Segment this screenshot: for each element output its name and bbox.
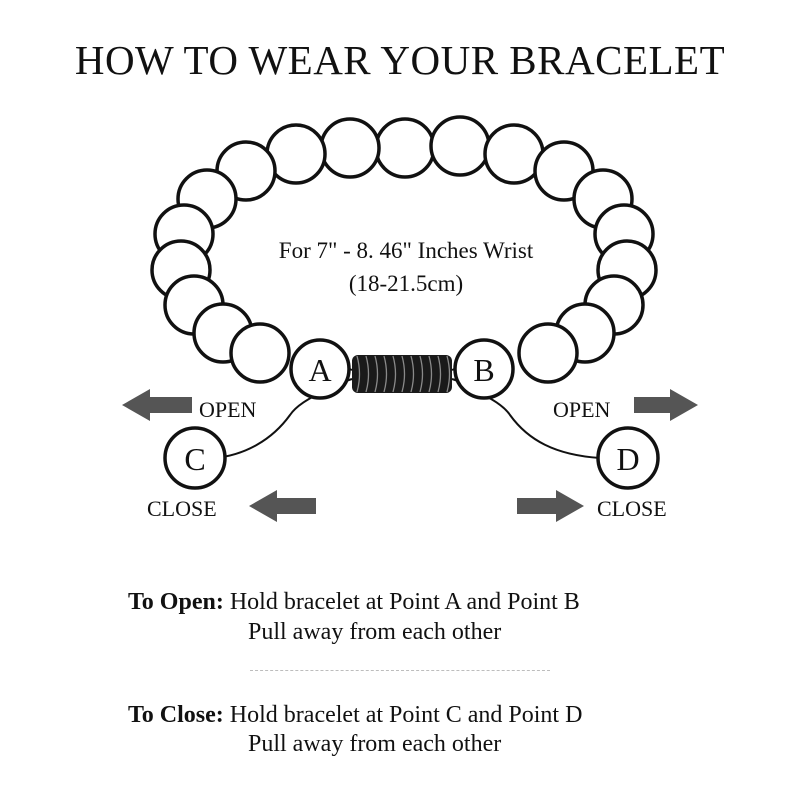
knot-wrap [392,355,397,393]
knot-wrap [410,355,415,393]
knot-wrap [419,355,424,393]
point-b-label: B [473,352,494,388]
bead [319,117,381,179]
bracelet-beads [150,115,658,384]
open-line1: Hold bracelet at Point A and Point B [229,589,580,615]
page-title: HOW TO WEAR YOUR BRACELET [74,37,726,83]
knot-wrap [446,355,451,393]
point-d-label: D [616,441,639,477]
knot-wrap [356,355,361,393]
knot-wrap [383,355,388,393]
wrist-size-line2: (18-21.5cm) [349,271,463,296]
sliding-knot-icon [339,355,465,393]
knot-wrap [401,355,406,393]
close-left-arrow-icon [249,490,316,522]
point-c-label: C [184,441,205,477]
open-left-arrow-icon [122,389,192,421]
open-lead: To Open: [128,589,224,615]
point-a-label: A [308,352,331,388]
close-lead: To Close: [128,702,224,728]
divider [250,670,550,671]
knot-wrap [365,355,370,393]
open-left-label: OPEN [199,397,257,422]
close-left-label: CLOSE [147,496,217,521]
knot-wrap [428,355,433,393]
close-line1: Hold bracelet at Point C and Point D [229,702,583,728]
bead [229,322,291,384]
open-instructions: To Open: Hold bracelet at Point A and Po… [128,589,580,616]
knot-wrap [374,355,379,393]
wrist-size-line1: For 7" - 8. 46" Inches Wrist [279,238,534,263]
bead [517,322,579,384]
open-instructions-line2: Pull away from each other [248,619,502,645]
close-instructions: To Close: Hold bracelet at Point C and P… [128,702,582,729]
open-right-arrow-icon [634,389,698,421]
point-c: C [163,426,227,490]
point-d: D [596,426,660,490]
close-right-arrow-icon [517,490,584,522]
point-a: A [289,338,351,400]
close-right-label: CLOSE [597,496,667,521]
point-b: B [453,338,515,400]
open-right-label: OPEN [553,397,611,422]
knot-wrap [437,355,442,393]
close-instructions-line2: Pull away from each other [248,731,502,757]
bead [374,117,436,179]
bead [429,115,491,177]
